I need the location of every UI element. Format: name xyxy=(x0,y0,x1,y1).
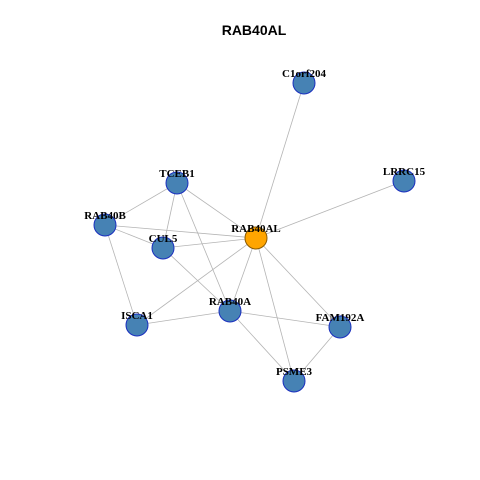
node-label-rab40al: RAB40AL xyxy=(231,223,281,235)
node-psme3: PSME3 xyxy=(276,366,313,393)
node-label-isca1: ISCA1 xyxy=(121,310,153,322)
edge-tceb1-rab40b xyxy=(104,182,178,226)
node-circle-rab40a xyxy=(218,299,242,323)
node-circle-isca1 xyxy=(125,313,149,337)
node-rab40b: RAB40B xyxy=(84,210,126,237)
node-circle-tceb1 xyxy=(165,171,189,195)
node-rab40a: RAB40A xyxy=(209,296,251,323)
node-circle-rab40al xyxy=(244,226,268,250)
node-label-c1orf204: C1orf204 xyxy=(282,68,326,80)
edge-rab40al-rab40b xyxy=(104,224,257,239)
edge-rab40al-cul5 xyxy=(162,237,257,249)
node-label-fam192a: FAM192A xyxy=(316,312,365,324)
node-circle-psme3 xyxy=(282,369,306,393)
edge-rab40al-isca1 xyxy=(136,237,257,326)
node-circle-c1orf204 xyxy=(292,71,316,95)
node-label-lrrc15: LRRC15 xyxy=(383,166,426,178)
node-tceb1: TCEB1 xyxy=(159,168,195,195)
node-isca1: ISCA1 xyxy=(121,310,153,337)
node-rab40al: RAB40AL xyxy=(231,223,281,250)
node-circle-fam192a xyxy=(328,315,352,339)
node-fam192a: FAM192A xyxy=(316,312,365,339)
diagram-title: RAB40AL xyxy=(222,22,287,38)
edge-rab40al-tceb1 xyxy=(176,182,257,239)
node-label-rab40a: RAB40A xyxy=(209,296,251,308)
node-circle-rab40b xyxy=(93,213,117,237)
node-label-tceb1: TCEB1 xyxy=(159,168,194,180)
edge-rab40al-psme3 xyxy=(255,237,295,382)
edge-cul5-rab40a xyxy=(162,247,231,312)
node-lrrc15: LRRC15 xyxy=(383,166,426,193)
edge-isca1-rab40a xyxy=(136,310,231,326)
edge-rab40al-c1orf204 xyxy=(255,82,305,239)
edge-fam192a-psme3 xyxy=(293,326,341,382)
edge-rab40a-fam192a xyxy=(229,310,341,328)
edge-tceb1-rab40a xyxy=(176,182,231,312)
node-cul5: CUL5 xyxy=(149,233,178,260)
edge-rab40b-isca1 xyxy=(104,224,138,326)
node-label-rab40b: RAB40B xyxy=(84,210,126,222)
edge-rab40a-psme3 xyxy=(229,310,295,382)
edge-rab40al-lrrc15 xyxy=(255,180,405,239)
node-circle-cul5 xyxy=(151,236,175,260)
edge-rab40al-rab40a xyxy=(229,237,257,312)
edge-rab40al-fam192a xyxy=(255,237,341,328)
node-label-psme3: PSME3 xyxy=(276,366,313,378)
node-label-cul5: CUL5 xyxy=(149,233,178,245)
node-circle-lrrc15 xyxy=(392,169,416,193)
node-c1orf204: C1orf204 xyxy=(282,68,326,95)
